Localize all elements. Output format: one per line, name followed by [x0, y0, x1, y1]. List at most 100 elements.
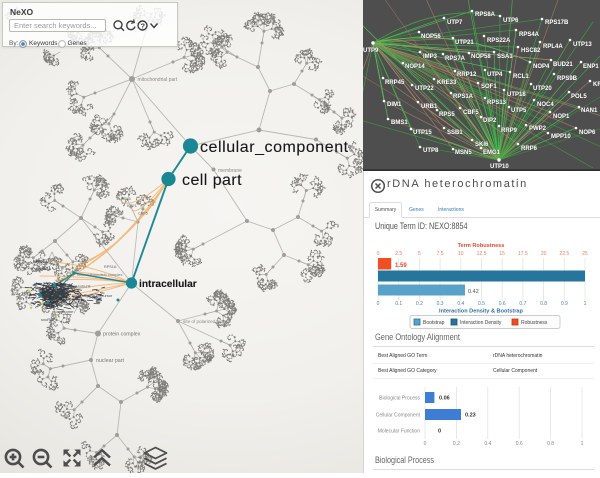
svg-text:UTP6: UTP6 — [503, 18, 519, 24]
svg-text:0.8: 0.8 — [547, 441, 554, 447]
svg-text:cellular_component: cellular_component — [200, 139, 349, 156]
svg-text:RPS4A: RPS4A — [519, 32, 540, 38]
svg-text:small subunit precursor: small subunit precursor — [72, 293, 113, 298]
svg-text:MPP10: MPP10 — [551, 134, 571, 140]
svg-text:RPS28A: RPS28A — [33, 260, 48, 264]
svg-text:RPS1A: RPS1A — [104, 265, 117, 269]
svg-text:17.5: 17.5 — [518, 251, 528, 257]
svg-text:SKI6: SKI6 — [475, 142, 489, 148]
svg-text:0: 0 — [424, 441, 427, 447]
svg-text:RRP45: RRP45 — [385, 80, 405, 86]
svg-text:KRE1: KRE1 — [127, 204, 137, 208]
svg-text:site of polarized growth: site of polarized growth — [183, 319, 231, 324]
svg-text:0.1: 0.1 — [395, 301, 402, 307]
svg-text:ribosomal subunit: ribosomal subunit — [60, 284, 91, 289]
svg-text:CBF5: CBF5 — [138, 212, 148, 216]
svg-text:HSC82: HSC82 — [521, 48, 541, 54]
svg-text:NOP56: NOP56 — [421, 34, 441, 40]
svg-text:0.7: 0.7 — [519, 301, 526, 307]
svg-text:UTP22: UTP22 — [415, 86, 434, 92]
svg-text:UTP7: UTP7 — [447, 20, 463, 26]
svg-text:5: 5 — [418, 251, 421, 257]
svg-text:0.3: 0.3 — [437, 301, 444, 307]
svg-text:POL5: POL5 — [571, 94, 587, 100]
svg-text:Robustness: Robustness — [521, 320, 548, 326]
svg-text:membrane: membrane — [218, 168, 242, 174]
svg-text:RPS9B: RPS9B — [557, 76, 578, 82]
svg-text:RPS1A: RPS1A — [453, 94, 474, 100]
svg-text:NOC2: NOC2 — [113, 211, 124, 215]
svg-text:RPS17B: RPS17B — [545, 20, 569, 26]
svg-text:RCL1: RCL1 — [513, 74, 529, 80]
svg-text:NAN1: NAN1 — [581, 108, 598, 114]
svg-text:RPL4A: RPL4A — [543, 44, 563, 50]
svg-text:mitochondrial part: mitochondrial part — [138, 77, 178, 83]
svg-text:IMP3: IMP3 — [423, 54, 438, 60]
svg-text:EMG1: EMG1 — [483, 150, 501, 156]
svg-text:22.5: 22.5 — [559, 251, 569, 257]
svg-text:?: ? — [141, 21, 146, 30]
svg-text:RPS22A: RPS22A — [487, 38, 511, 44]
svg-text:0.42: 0.42 — [468, 289, 479, 295]
svg-text:UTP8: UTP8 — [423, 148, 439, 154]
svg-text:UTP10: UTP10 — [490, 164, 509, 170]
svg-text:0: 0 — [377, 301, 380, 307]
svg-text:12.5: 12.5 — [477, 251, 487, 257]
svg-text:Molecular Function: Molecular Function — [378, 429, 420, 435]
svg-text:10: 10 — [458, 251, 464, 257]
svg-text:NOP1: NOP1 — [553, 114, 570, 120]
svg-text:0.6: 0.6 — [516, 441, 523, 447]
svg-text:SSB1: SSB1 — [447, 130, 463, 136]
svg-text:0.4: 0.4 — [457, 301, 464, 307]
svg-text:protein complex: protein complex — [103, 332, 141, 338]
svg-text:Interaction Density: Interaction Density — [460, 320, 502, 326]
svg-text:90S preribosome: 90S preribosome — [45, 301, 75, 306]
svg-text:0.2: 0.2 — [453, 441, 460, 447]
svg-text:Term Robustness: Term Robustness — [458, 243, 505, 249]
svg-text:RRP6: RRP6 — [521, 146, 538, 152]
svg-text:snoRNP: snoRNP — [41, 317, 56, 322]
svg-text:PWP2: PWP2 — [529, 126, 547, 132]
svg-text:RPS5: RPS5 — [439, 112, 455, 118]
svg-text:1: 1 — [581, 441, 584, 447]
svg-text:15: 15 — [499, 251, 505, 257]
svg-text:1.59: 1.59 — [395, 263, 407, 269]
svg-text:SSA1: SSA1 — [497, 54, 513, 60]
svg-text:25: 25 — [582, 251, 588, 257]
svg-text:UTP21: UTP21 — [455, 40, 474, 46]
svg-text:20: 20 — [541, 251, 547, 257]
svg-text:SNR17A: SNR17A — [36, 267, 51, 271]
svg-text:RPS8A: RPS8A — [475, 12, 496, 18]
svg-text:UTP18: UTP18 — [507, 92, 526, 98]
svg-text:ENP1: ENP1 — [583, 64, 599, 70]
svg-text:UTP5: UTP5 — [511, 108, 527, 114]
svg-text:intracellular: intracellular — [139, 279, 197, 290]
svg-text:Cellular Component: Cellular Component — [376, 413, 421, 419]
svg-text:nuclear part: nuclear part — [96, 358, 124, 364]
svg-text:Interaction Density & Bootstra: Interaction Density & Bootstrap — [439, 309, 524, 315]
svg-text:NOP4: NOP4 — [533, 64, 550, 70]
svg-text:UTP15: UTP15 — [413, 130, 432, 136]
svg-text:Bootstrap: Bootstrap — [423, 320, 445, 326]
svg-text:KRE: KRE — [593, 82, 600, 88]
svg-text:RRP9: RRP9 — [501, 128, 518, 134]
svg-text:7.5: 7.5 — [437, 251, 444, 257]
svg-text:DIP2: DIP2 — [483, 118, 497, 124]
svg-text:processome: processome — [52, 309, 73, 314]
svg-text:0.23: 0.23 — [465, 413, 476, 419]
svg-text:0.4: 0.4 — [484, 441, 491, 447]
svg-text:BUD21: BUD21 — [553, 62, 573, 68]
svg-text:NOP14: NOP14 — [405, 64, 425, 70]
svg-text:0.2: 0.2 — [416, 301, 423, 307]
svg-text:0.5: 0.5 — [478, 301, 485, 307]
svg-text:1: 1 — [584, 301, 587, 307]
svg-text:0.8: 0.8 — [540, 301, 547, 307]
svg-text:RRP12: RRP12 — [457, 72, 477, 78]
svg-text:SOF1: SOF1 — [481, 84, 497, 90]
svg-text:KRE33: KRE33 — [437, 80, 457, 86]
svg-text:CBF5: CBF5 — [463, 110, 479, 116]
svg-text:RPS7A: RPS7A — [445, 56, 466, 62]
svg-text:UTP20: UTP20 — [533, 86, 552, 92]
svg-text:BMS1: BMS1 — [391, 120, 408, 126]
svg-text:UTP9: UTP9 — [363, 48, 379, 54]
